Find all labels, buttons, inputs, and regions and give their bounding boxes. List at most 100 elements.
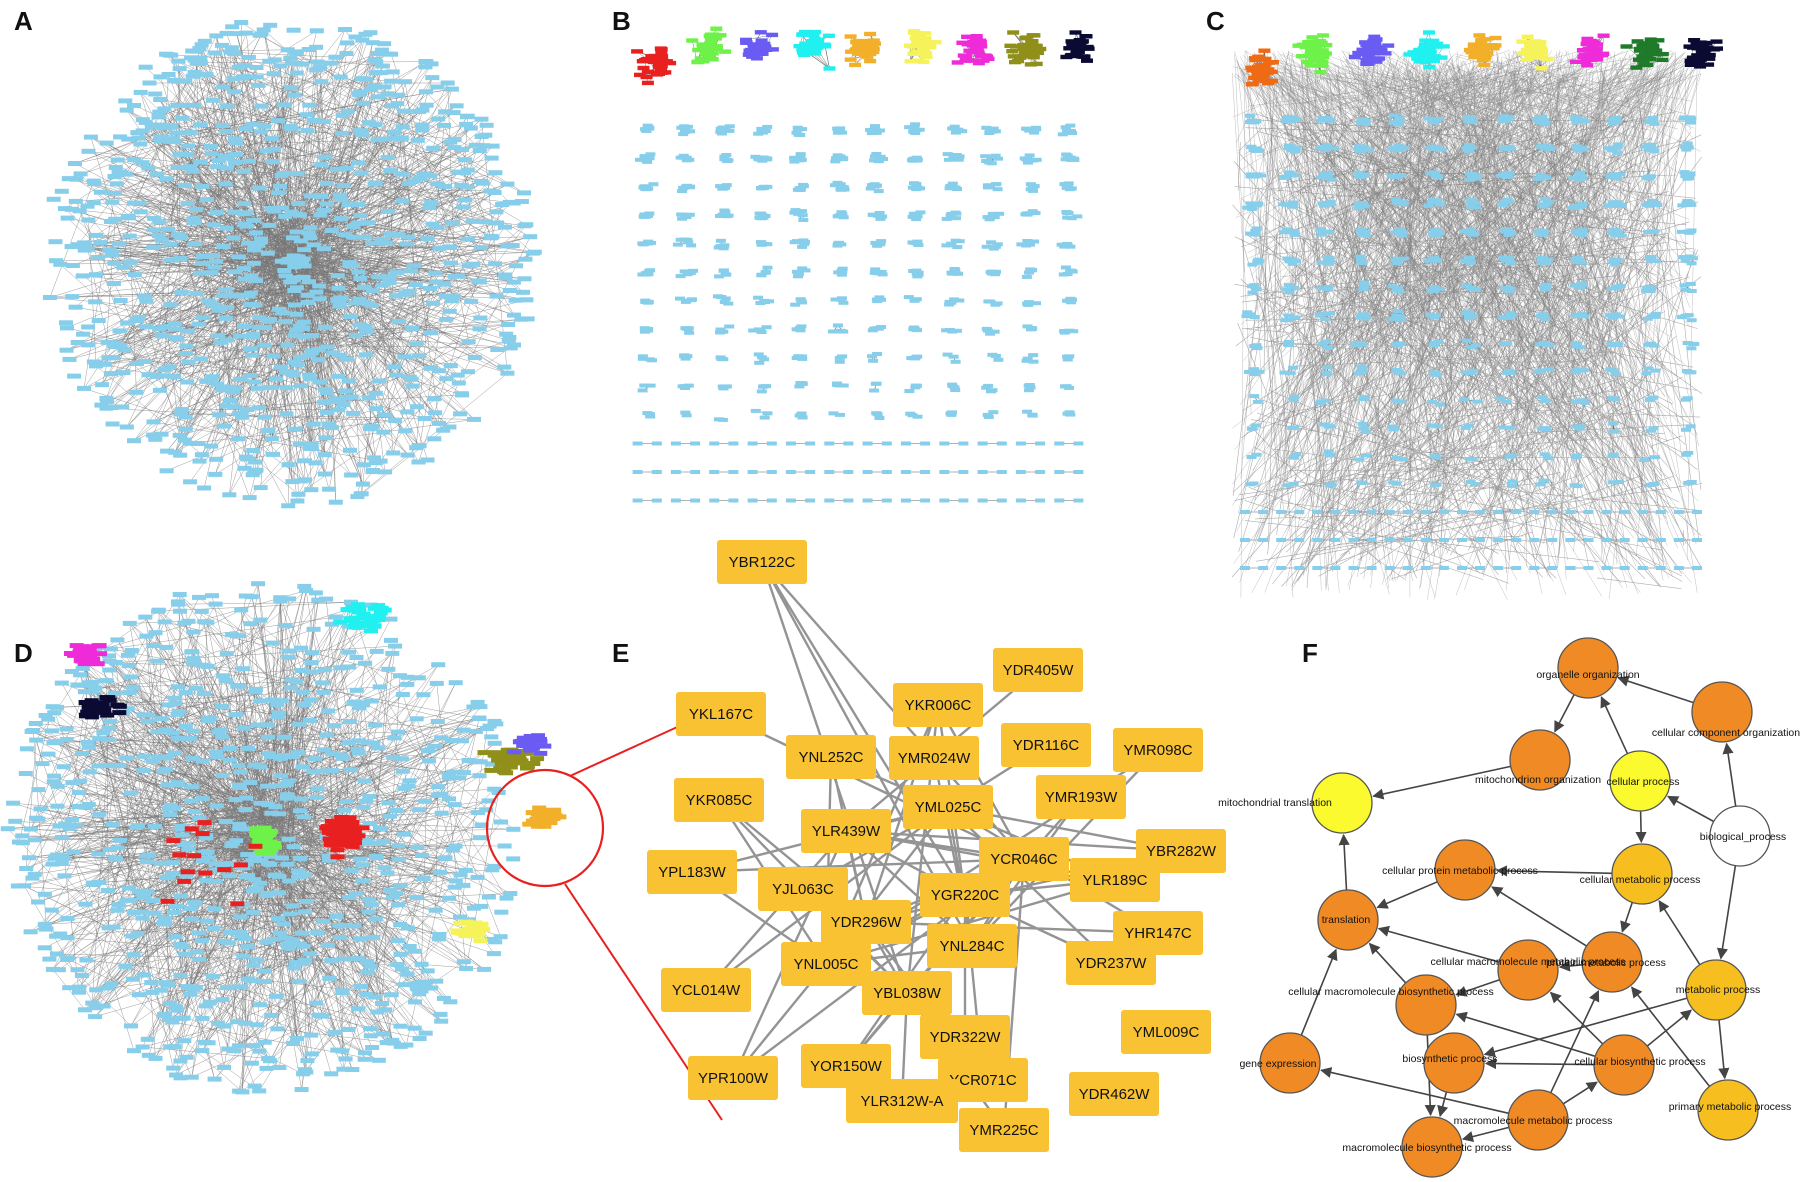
module-node [643,269,654,274]
module-node [754,360,765,365]
module-node [1583,538,1594,542]
network-node [150,658,165,664]
module-node [1248,75,1261,81]
module-node [1062,153,1073,158]
network-node [402,288,417,294]
module-node [1587,52,1600,57]
network-node [363,30,378,36]
network-node [230,683,245,689]
network-node [178,951,193,957]
network-node [303,193,318,199]
module-node [1529,538,1540,542]
network-node [284,209,299,215]
module-node [1607,315,1618,320]
go-term-label: cellular protein metabolic process [1382,865,1538,877]
network-node [270,714,285,720]
network-node [289,285,304,291]
network-node [397,831,412,837]
module-node [756,355,767,360]
network-node [427,396,442,402]
network-node [140,718,155,724]
module-node [972,50,985,55]
gene-label: YCL014W [672,982,741,999]
network-node [228,159,242,165]
network-node [28,721,43,726]
module-node [1397,233,1408,238]
network-node [178,723,193,729]
module-node [1529,510,1540,514]
module-node [1062,243,1073,248]
module-node [651,72,664,77]
gene-node: YDR405W [993,648,1083,692]
module-node [1024,153,1035,158]
module-node [920,470,931,474]
network-node [302,102,317,108]
module-node [1009,44,1022,49]
network-node [493,934,508,940]
module-node [743,48,756,53]
go-term-label: cellular process [1607,776,1680,788]
network-node [148,436,163,442]
network-node [159,875,174,881]
go-edge [1455,978,1500,997]
network-node [214,703,229,709]
network-node [500,181,515,187]
module-node [1073,470,1084,474]
module-node [637,354,648,359]
network-node [466,704,481,710]
module-node [1641,52,1654,58]
module-node [1081,44,1094,50]
go-term-label: biosynthetic process [1402,1053,1497,1065]
module-node [950,388,961,392]
network-node [447,145,462,151]
network-node [170,102,185,108]
module-node [1394,228,1405,233]
module-node [824,441,835,446]
module-node [1017,46,1030,52]
module-node [648,182,659,187]
network-node [314,193,329,199]
cluster-node [340,607,355,613]
network-node [59,347,74,353]
network-node [266,208,281,214]
network-node [118,98,133,104]
network-node [448,680,463,686]
module-node [1641,62,1654,67]
network-node [386,232,401,238]
gene-label: YMR193W [1045,789,1118,806]
cluster-node [323,839,338,845]
network-node [354,170,369,176]
module-node [1420,510,1431,514]
network-node [212,304,227,310]
network-node [195,1015,210,1021]
module-node [1685,201,1696,206]
module-node [1258,48,1271,53]
module-node [1323,424,1334,429]
network-node [391,843,406,849]
module-node [1283,143,1294,148]
module-node [1538,313,1549,318]
network-node [76,331,91,337]
module-node [1532,118,1543,122]
network-node [25,875,40,881]
module-node [1262,81,1274,86]
network-node [315,680,330,686]
module-node [1325,311,1335,316]
module-node [1357,232,1368,237]
module-node [715,327,726,332]
module-node [1575,424,1586,429]
network-node [261,802,276,807]
module-node [1360,430,1371,434]
module-node [720,128,731,133]
module-node [799,242,810,247]
network-node [99,678,114,684]
network-node [237,465,252,471]
network-node [358,352,373,358]
network-node [292,978,307,984]
module-node [1024,383,1035,387]
module-node [910,356,921,361]
network-node [69,176,84,182]
module-node [1498,202,1509,206]
module-node [1539,204,1550,209]
